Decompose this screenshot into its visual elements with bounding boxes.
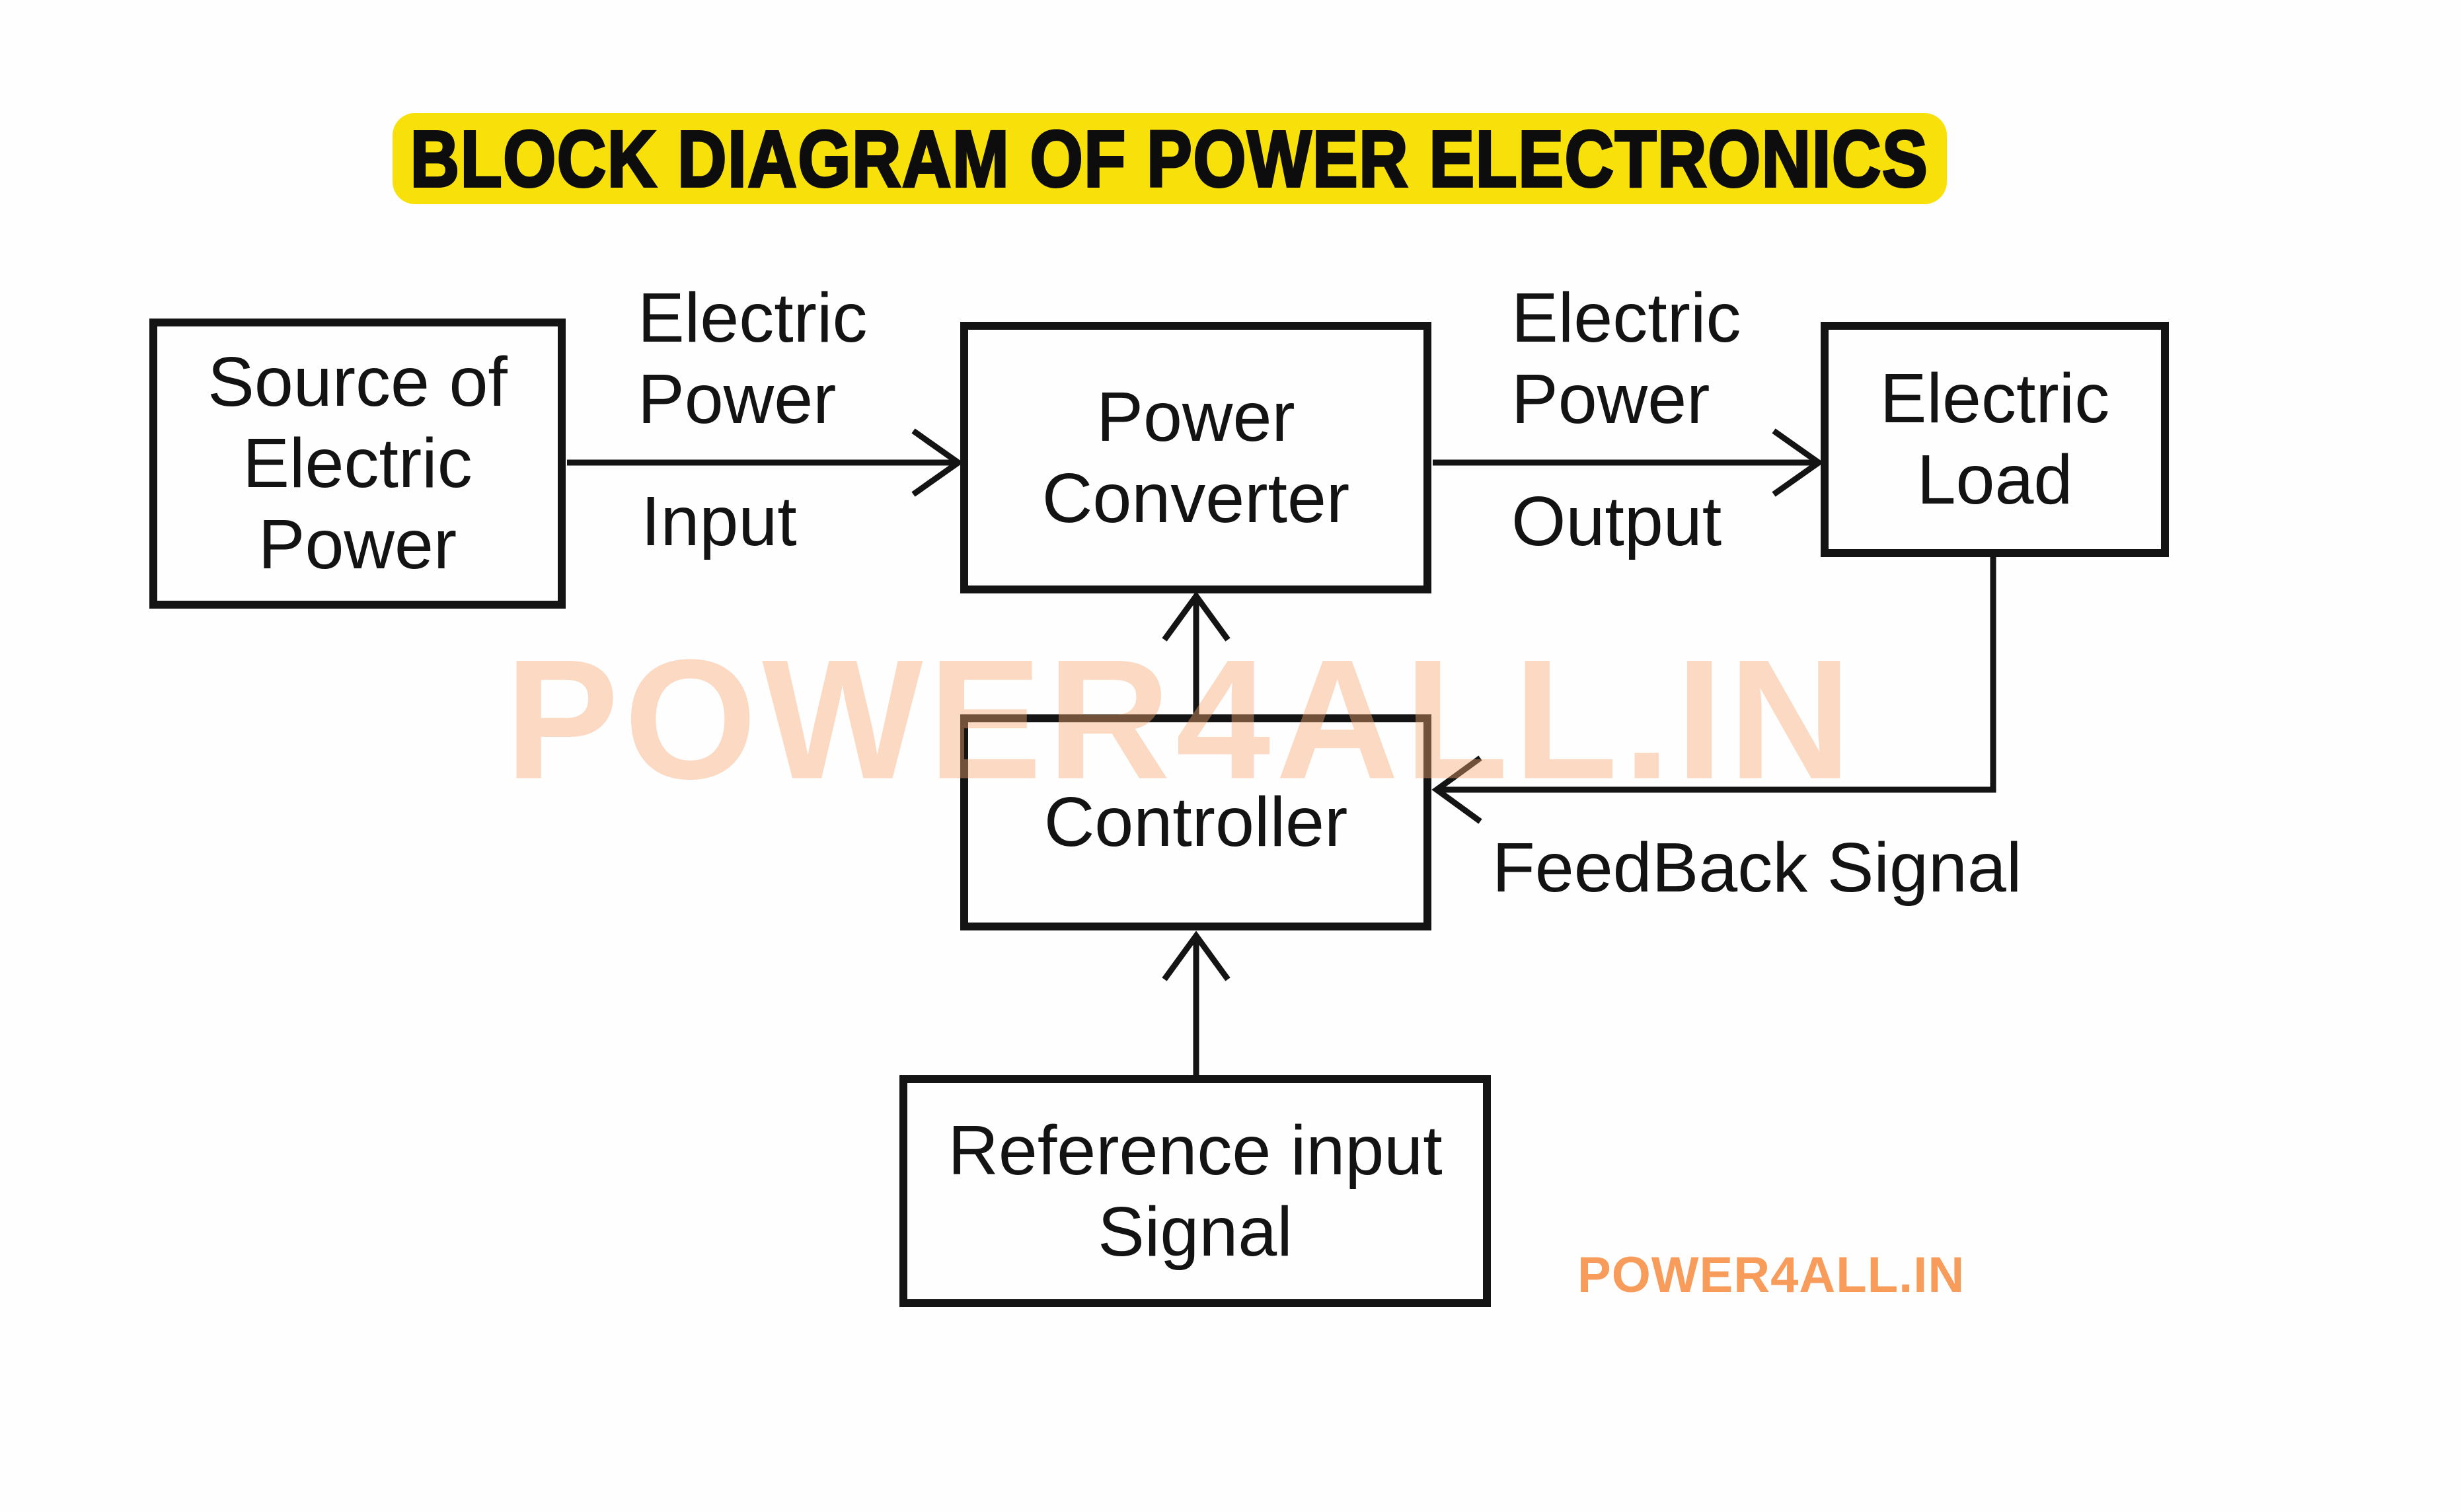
- block-label: Power Converter: [1041, 377, 1350, 537]
- block-label: Reference input Signal: [948, 1111, 1443, 1271]
- arrowhead-right-icon: [911, 428, 964, 497]
- block-reference-input-signal: Reference input Signal: [899, 1075, 1491, 1307]
- arrowhead-up-icon: [1162, 930, 1230, 981]
- label-input: Input: [641, 482, 797, 560]
- arrowhead-up-icon: [1162, 591, 1230, 642]
- block-electric-load: Electric Load: [1821, 322, 2169, 557]
- block-label: Electric Load: [1879, 359, 2110, 519]
- arrowhead-left-icon: [1431, 755, 1482, 824]
- brand-power4all: POWER4ALL.IN: [1577, 1247, 1965, 1303]
- label-feedback-signal: FeedBack Signal: [1492, 829, 2022, 907]
- block-source-of-electric-power: Source of Electric Power: [149, 319, 566, 609]
- page-title: BLOCK DIAGRAM OF POWER ELECTRONICS: [409, 112, 1929, 205]
- block-label: Controller: [1043, 783, 1348, 862]
- arrowhead-right-icon: [1772, 428, 1824, 497]
- block-controller: Controller: [960, 714, 1431, 930]
- label-electric-power-input: Electric Power: [638, 279, 868, 438]
- block-power-converter: Power Converter: [960, 322, 1431, 593]
- block-label: Source of Electric Power: [208, 343, 508, 584]
- label-output: Output: [1511, 482, 1722, 560]
- title-banner: BLOCK DIAGRAM OF POWER ELECTRONICS: [393, 112, 1947, 205]
- label-electric-power-output: Electric Power: [1511, 279, 1741, 438]
- wire-feedback: [1439, 556, 1996, 793]
